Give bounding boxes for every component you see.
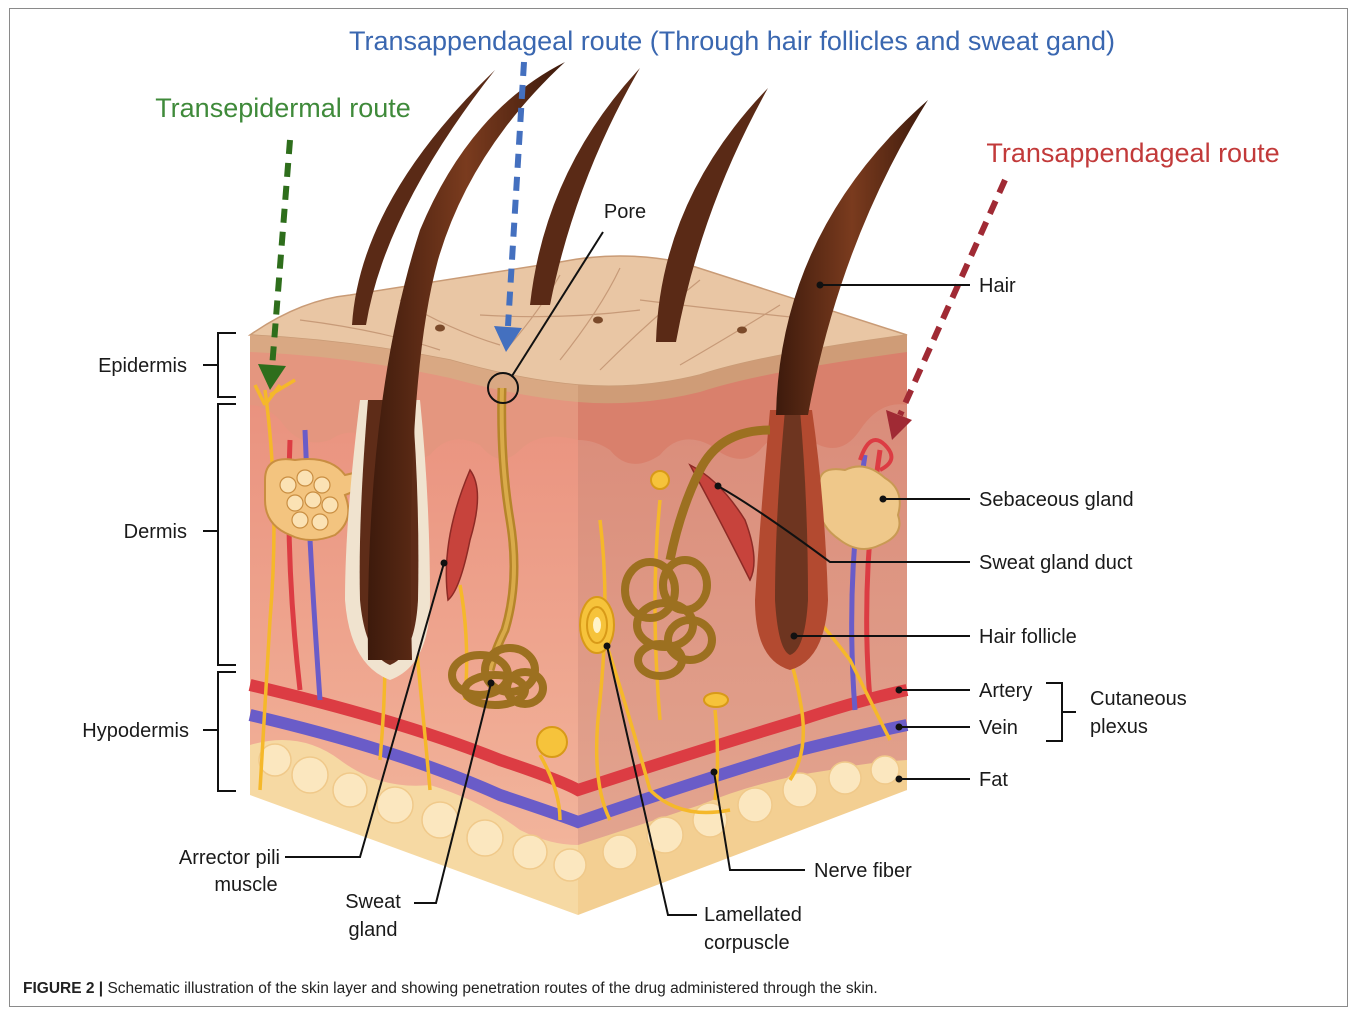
- transappendageal-title: Transappendageal route: [986, 138, 1279, 168]
- lamellated-corpuscle-label-2: corpuscle: [704, 932, 790, 954]
- sweat-gland-label-1: Sweat: [345, 891, 401, 913]
- meissner-corpuscle-bottom: [537, 727, 567, 757]
- artery-label: Artery: [979, 680, 1032, 702]
- figure-caption: FIGURE 2 | Schematic illustration of the…: [23, 980, 878, 998]
- figure-caption-label: FIGURE 2 |: [23, 980, 103, 997]
- skin-diagram: Transappendageal route (Through hair fol…: [0, 0, 1358, 975]
- hair-label: Hair: [979, 275, 1016, 297]
- vein-label: Vein: [979, 717, 1018, 739]
- transepidermal-title: Transepidermal route: [155, 93, 411, 123]
- sweat-gland-duct-label: Sweat gland duct: [979, 552, 1133, 574]
- meissner-corpuscle-right: [704, 693, 728, 707]
- hair-follicle-label: Hair follicle: [979, 626, 1077, 648]
- arrector-pili-label-2: muscle: [214, 874, 277, 896]
- layer-brackets: [203, 333, 236, 791]
- sebaceous-gland-label: Sebaceous gland: [979, 489, 1134, 511]
- figure-caption-text: Schematic illustration of the skin layer…: [103, 980, 878, 997]
- meissner-corpuscle-small: [651, 471, 669, 489]
- cutaneous-plexus-label-1: Cutaneous: [1090, 688, 1187, 710]
- arrector-pili-label-1: Arrector pili: [179, 847, 280, 869]
- transappendageal-arrow: [886, 180, 1005, 440]
- hypodermis-label: Hypodermis: [82, 720, 189, 742]
- fat-label: Fat: [979, 769, 1008, 791]
- epidermis-label: Epidermis: [98, 355, 187, 377]
- sweat-gland-label-2: gland: [349, 919, 398, 941]
- cutaneous-plexus-label-2: plexus: [1090, 716, 1148, 738]
- nerve-fiber-label: Nerve fiber: [814, 860, 912, 882]
- transappendageal-follicle-title: Transappendageal route (Through hair fol…: [349, 26, 1115, 56]
- dermis-label: Dermis: [124, 521, 187, 543]
- lamellated-corpuscle-label-1: Lamellated: [704, 904, 802, 926]
- pore-label: Pore: [604, 201, 646, 223]
